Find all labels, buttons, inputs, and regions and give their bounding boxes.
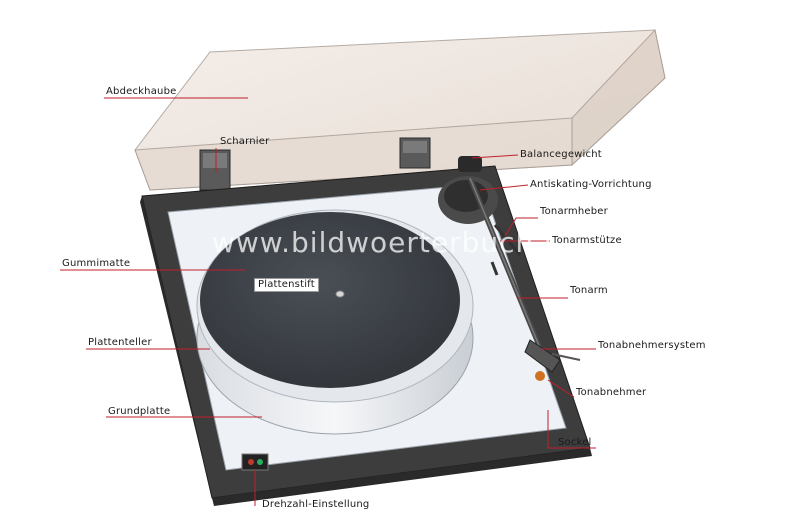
label-tonabnehmersystem: Tonabnehmersystem xyxy=(598,340,706,351)
hinge-right xyxy=(399,137,431,169)
spindle xyxy=(335,290,345,298)
label-plattenteller: Plattenteller xyxy=(88,337,152,348)
label-gummimatte: Gummimatte xyxy=(62,258,131,269)
label-tonarmstuetze: Tonarmstütze xyxy=(552,235,622,246)
watermark: www.bildwoerterbuch.com xyxy=(212,226,607,259)
leader-lines xyxy=(60,97,596,506)
label-drehzahl: Drehzahl-Einstellung xyxy=(262,499,370,510)
label-antiskating: Antiskating-Vorrichtung xyxy=(530,179,652,190)
speed-selector xyxy=(241,453,269,471)
label-grundplatte: Grundplatte xyxy=(108,406,171,417)
label-tonarmheber: Tonarmheber xyxy=(540,206,608,217)
label-plattenstift: Plattenstift xyxy=(254,278,319,292)
dust-cover xyxy=(134,28,666,191)
label-abdeckhaube: Abdeckhaube xyxy=(106,86,177,97)
label-scharnier: Scharnier xyxy=(220,136,270,147)
tonearm-assembly xyxy=(438,156,581,381)
label-tonarm: Tonarm xyxy=(570,285,608,296)
label-balancegewicht: Balancegewicht xyxy=(520,149,602,160)
hinge-left xyxy=(199,149,231,191)
rubber-mat xyxy=(200,212,460,388)
label-tonabnehmer: Tonabnehmer xyxy=(576,387,647,398)
label-sockel: Sockel xyxy=(558,437,592,448)
